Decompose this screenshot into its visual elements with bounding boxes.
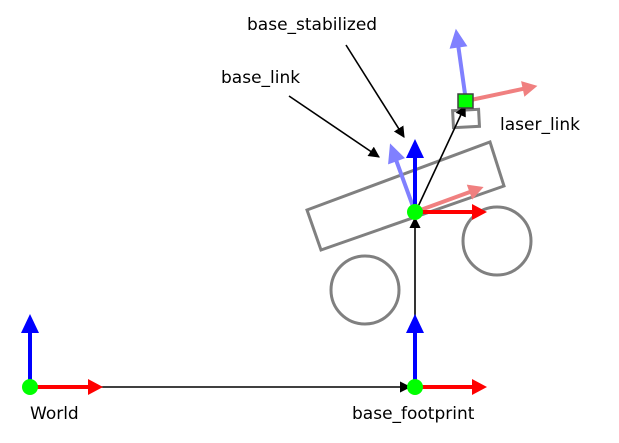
label-laser-link: laser_link <box>500 115 580 135</box>
pointer-base-link-label <box>288 95 380 158</box>
label-world: World <box>30 404 79 424</box>
robot-chassis <box>305 140 506 252</box>
frame-labels: base_stabilized base_link laser_link Wor… <box>30 15 580 424</box>
base-stabilized-origin <box>407 204 423 220</box>
frame-base-link <box>388 143 484 214</box>
link-base-stabilized-to-laser-link <box>415 104 466 212</box>
frame-base-footprint <box>406 314 487 395</box>
laser-link-y-axis <box>449 28 468 102</box>
world-origin <box>22 379 38 395</box>
frame-laser-link <box>449 28 538 109</box>
base-footprint-y-axis <box>406 314 424 387</box>
robot-front-wheel <box>461 205 533 277</box>
label-base-link: base_link <box>221 68 300 88</box>
frame-base-stabilized <box>406 139 487 220</box>
robot-rear-wheel <box>329 254 401 326</box>
pointer-base-stabilized-label <box>345 44 405 138</box>
label-base-footprint: base_footprint <box>352 404 475 424</box>
base-link-y-axis <box>388 143 417 213</box>
base-footprint-origin <box>407 379 423 395</box>
base-link-x-axis <box>414 184 484 214</box>
world-y-axis <box>21 314 39 387</box>
laser-link-x-axis <box>465 81 538 103</box>
base-stabilized-x-axis <box>414 204 487 220</box>
transform-links <box>32 44 466 393</box>
base-stabilized-y-axis <box>406 139 424 212</box>
frame-world <box>21 314 103 395</box>
laser-link-origin <box>457 93 474 109</box>
base-footprint-x-axis <box>414 379 487 395</box>
label-base-stabilized: base_stabilized <box>247 15 377 35</box>
world-x-axis <box>30 379 103 395</box>
